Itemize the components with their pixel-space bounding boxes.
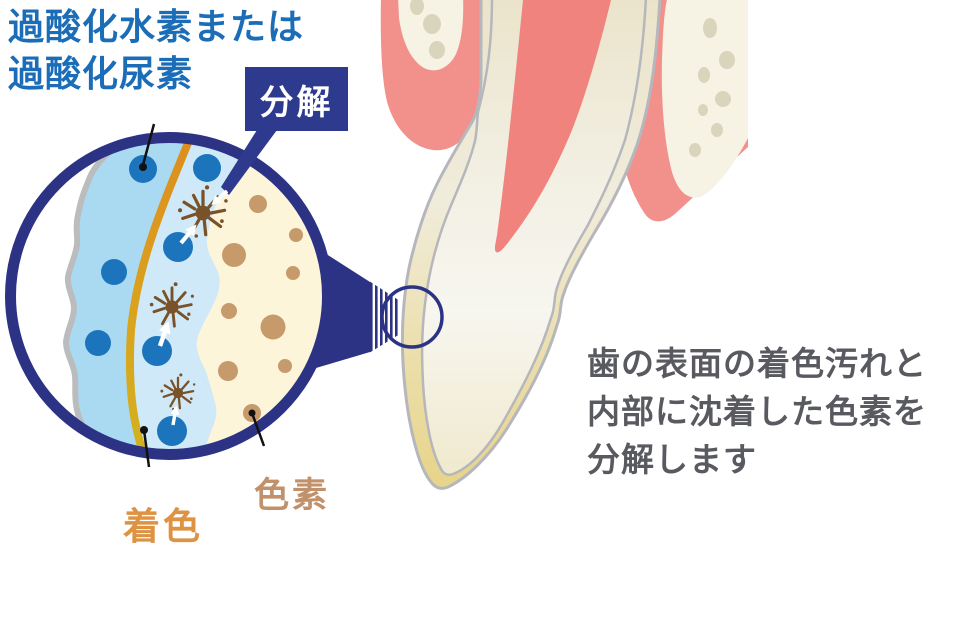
decomposition-bubble-label: 分解 (259, 82, 334, 123)
peroxide-heading: 過酸化水素または 過酸化尿素 (8, 4, 304, 98)
decomposition-bubble: 分解 (245, 67, 348, 131)
caption-line2: 内部に沈着した色素を (587, 392, 927, 431)
jaw-bone (398, 0, 748, 198)
tooth-pulp (494, 0, 611, 253)
zoom-target-circle (380, 285, 444, 349)
tooth-surface-gold-line (125, 142, 194, 450)
caption-line1: 歯の表面の着色汚れと (587, 344, 927, 383)
bubble-tail (221, 130, 277, 195)
lens-ring (5, 132, 333, 460)
plaque-layer (66, 142, 192, 450)
tooth-dentin (420, 0, 648, 476)
peroxide-heading-line1: 過酸化水素または (8, 7, 305, 48)
caption-text: 歯の表面の着色汚れと 内部に沈着した色素を 分解します (587, 340, 927, 484)
staining-label: 着色 (123, 505, 203, 548)
peroxide-heading-line2: 過酸化尿素 (8, 54, 194, 95)
caption-line3: 分解します (587, 440, 757, 479)
tooth-cross-section (400, 0, 662, 490)
leader-lines (139, 123, 266, 468)
pigment-label: 色素 (254, 476, 331, 516)
magnifier-lens (5, 132, 333, 460)
pigment-dots (218, 195, 303, 422)
